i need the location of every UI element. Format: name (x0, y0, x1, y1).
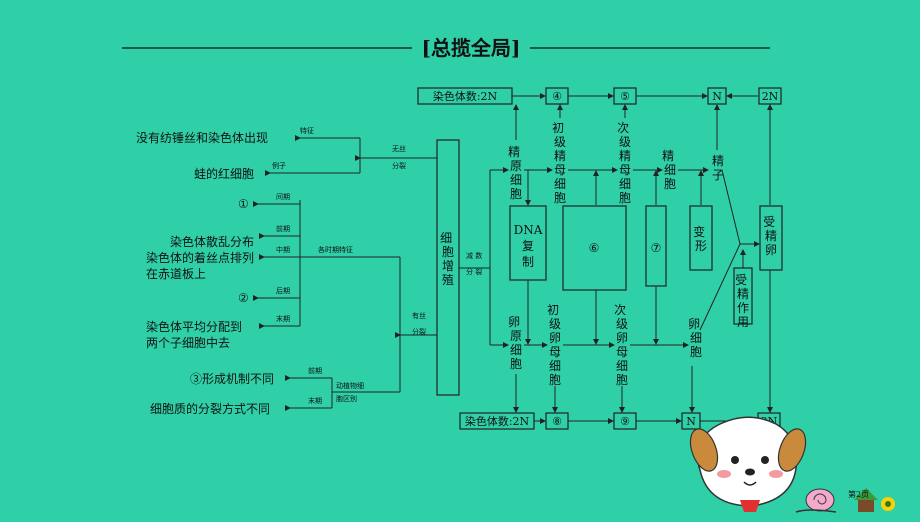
frog-rbc-text: 蛙的红细胞 (194, 166, 254, 181)
dna-label-3: 制 (522, 255, 534, 269)
amitosis-label-1: 无丝 (392, 144, 406, 153)
anaphase-label: 后期 (276, 286, 290, 295)
snail-icon (795, 488, 837, 513)
cytoplasm-text: 细胞质的分裂方式不同 (150, 401, 270, 416)
animal-plant-label-1: 动植物细 (336, 381, 364, 390)
cell-proliferation-label: 细 胞增殖 (440, 231, 456, 287)
stage-feature-label: 各时期特征 (318, 245, 353, 254)
fertilized-egg-box (759, 205, 783, 271)
amitosis-label-2: 分裂 (392, 161, 406, 170)
meiosis-label-1: 减 数 (466, 251, 482, 260)
house-icon (854, 488, 878, 512)
interphase-label: 间期 (276, 193, 290, 201)
primary-spermatocyte-label: 初 级精母细胞 (552, 121, 568, 205)
mitosis-label-1: 有丝 (412, 311, 426, 320)
dna-label-1: DNA (514, 223, 543, 237)
sperm-label: 精 子 (712, 154, 728, 182)
blank-1: ① (238, 197, 249, 211)
egg-cell-label: 卵 细胞 (688, 317, 704, 359)
blank-6-box (562, 205, 627, 291)
even-split-text-1: 染色体平均分配到 (146, 319, 242, 334)
scattered-text: 染色体散乱分布 (170, 234, 254, 249)
primary-oocyte-label: 初 级卵母细胞 (547, 303, 563, 387)
transform-box (689, 205, 713, 271)
no-spindle-text: 没有纺锤丝和染色体出现 (136, 130, 268, 145)
mitosis-label-2: 分裂 (412, 327, 426, 336)
transform-label: 变 形 (693, 224, 709, 253)
fertilized-egg-label: 受 精卵 (763, 215, 779, 257)
bottom-blank-9: ⑨ (620, 415, 630, 428)
secondary-oocyte-label: 次 级卵母细胞 (614, 303, 630, 387)
top-chrom-label: 染色体数:2N (433, 89, 498, 103)
animal-plant-label-2: 胞区别 (336, 394, 357, 403)
oogonium-label: 卵 原细胞 (508, 315, 524, 371)
top-blank-5: ⑤ (620, 90, 630, 103)
blank-2: ② (238, 291, 249, 305)
even-split-text-2: 两个子细胞中去 (146, 335, 230, 350)
metaphase-label: 中期 (276, 245, 290, 254)
spermatid-label: 精 细胞 (662, 149, 678, 191)
example-label: 例子 (272, 161, 286, 170)
telophase-label: 末期 (276, 314, 290, 323)
fertilization-label: 受 精作用 (735, 273, 751, 329)
spermatogonium-label: 精 原细胞 (508, 145, 524, 201)
meiosis-label-2: 分 裂 (466, 267, 482, 276)
page-number: 第2页 (848, 489, 869, 499)
dog-mascot-icon (689, 416, 807, 512)
secondary-spermatocyte-label: 次 级精母细胞 (617, 121, 633, 205)
bottom-blank-8: ⑧ (552, 415, 562, 428)
centromere-text-1: 染色体的着丝点排列 (146, 250, 254, 265)
prophase-b-label: 前期 (308, 366, 322, 375)
blank-6: ⑥ (589, 241, 600, 255)
page-title: [总揽全局] (422, 36, 521, 60)
bottom-n: N (686, 415, 696, 428)
top-n: N (712, 90, 722, 103)
bottom-chrom-label: 染色体数:2N (465, 414, 530, 428)
telophase-b-label: 末期 (308, 396, 322, 405)
blank-3-text: ③形成机制不同 (190, 372, 274, 386)
prophase-label: 前期 (276, 224, 290, 233)
dna-label-2: 复 (522, 239, 534, 253)
top-blank-4: ④ (552, 90, 562, 103)
centromere-text-2: 在赤道板上 (146, 267, 206, 281)
blank-7: ⑦ (651, 241, 662, 255)
feature-label: 特征 (300, 126, 314, 135)
top-2n: 2N (762, 90, 779, 103)
flower-icon (881, 497, 895, 511)
